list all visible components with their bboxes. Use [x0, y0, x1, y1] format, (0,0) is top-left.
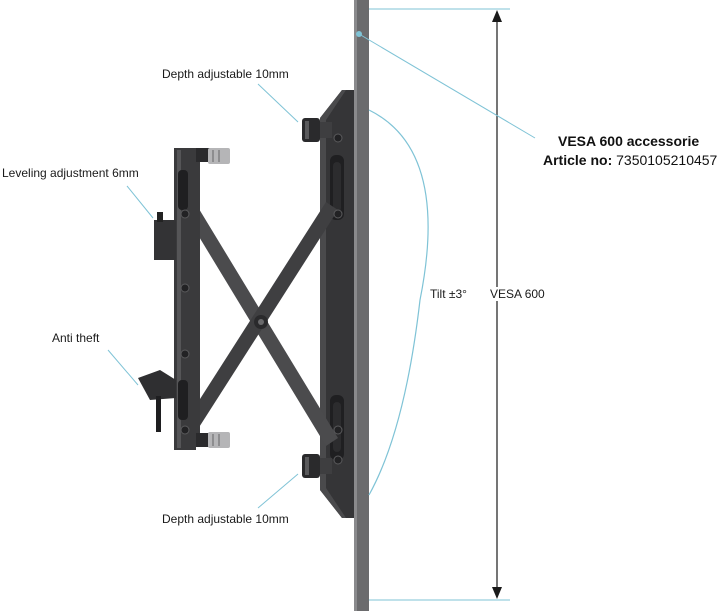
leveling-screws: [196, 148, 230, 448]
callout-anti-theft: Anti theft: [52, 331, 100, 345]
bolts: [180, 133, 343, 465]
left-bracket: [138, 148, 200, 450]
scissor-arms: [184, 202, 338, 446]
wall-plate: [320, 90, 354, 518]
callout-leveling: Leveling adjustment 6mm: [2, 166, 139, 180]
vesa-dimension: [369, 8, 510, 601]
vesa-label: VESA 600: [488, 287, 547, 301]
depth-screw-top: [302, 118, 332, 142]
leader-dot: [356, 31, 362, 37]
tilt-label: Tilt ±3°: [430, 287, 467, 301]
depth-screw-bottom: [302, 454, 332, 478]
callout-leaders: [107, 83, 299, 509]
callout-depth-top: Depth adjustable 10mm: [162, 67, 289, 81]
article-line: Article no: 7350105210457: [543, 152, 717, 168]
tilt-arc: [368, 109, 429, 496]
article-label: Article no:: [543, 152, 613, 168]
article-number: 7350105210457: [616, 152, 718, 168]
callout-depth-bottom: Depth adjustable 10mm: [162, 512, 289, 526]
product-title: VESA 600 accessorie: [558, 133, 700, 149]
wall-panel: [354, 0, 369, 611]
